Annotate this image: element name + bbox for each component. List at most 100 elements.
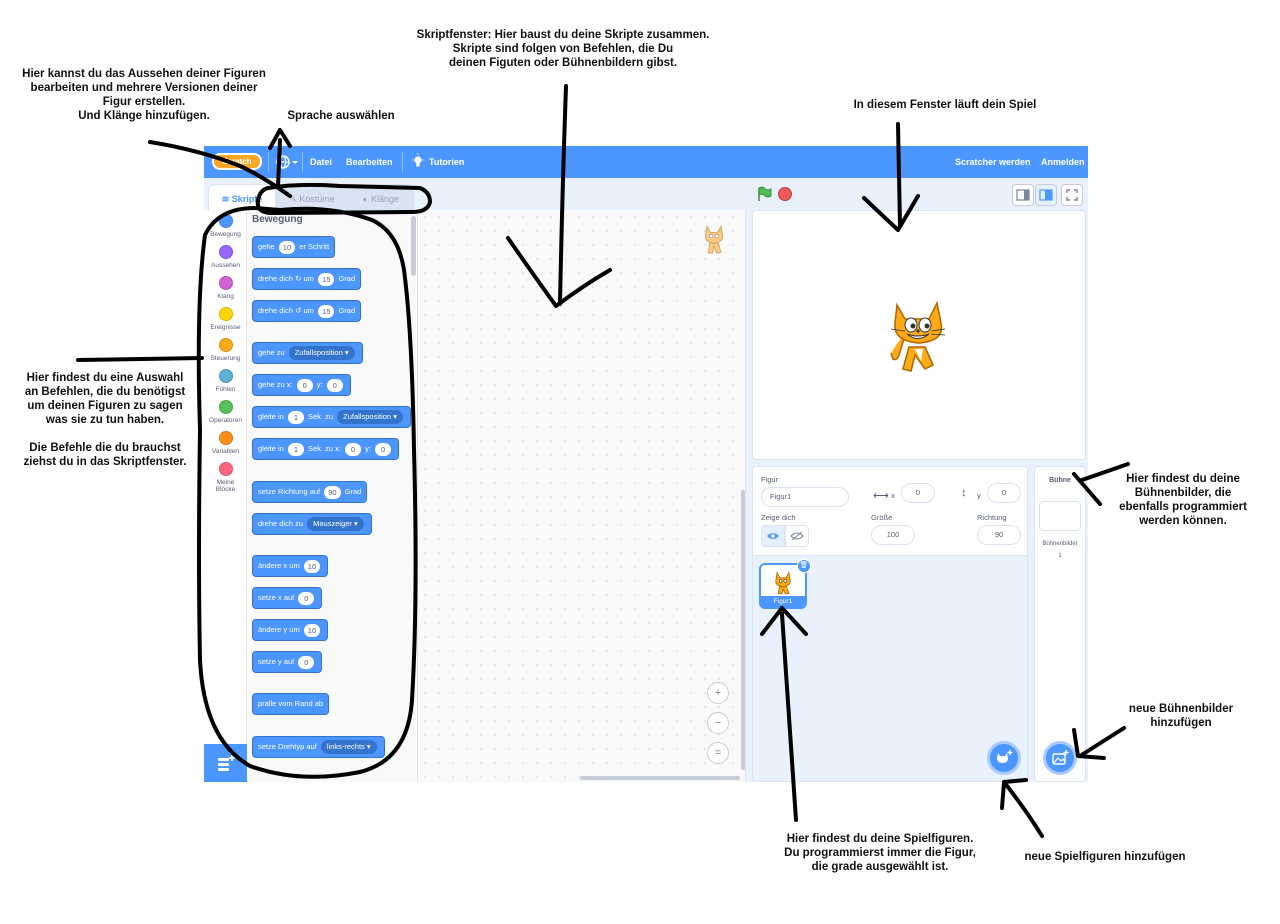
- backdrops-count: 1: [1058, 553, 1062, 559]
- block-glide-to-xy[interactable]: gleite in 1 Sek. zu x: 0 y: 0: [252, 438, 400, 460]
- block-text: y:: [316, 380, 323, 389]
- block-turn-right[interactable]: drehe dich ↻ um 15 Grad: [252, 268, 362, 290]
- block-input[interactable]: 90: [324, 485, 341, 499]
- block-text: drehe dich: [258, 274, 294, 283]
- dropdown-value: Zufallsposition: [343, 412, 392, 422]
- edit-menu[interactable]: Bearbeiten: [346, 157, 393, 167]
- block-glide-to[interactable]: gleite in 1 Sek. zu Zufallsposition ▾: [252, 406, 411, 428]
- ink-arrow-new-sprite: [1000, 778, 1044, 838]
- dropdown-value: links-rechts: [326, 742, 365, 752]
- block-go-to-xy[interactable]: gehe zu x: 0 y: 0: [252, 374, 351, 396]
- block-input[interactable]: 10: [278, 240, 296, 254]
- stage-target-thumbnail[interactable]: [1039, 501, 1081, 531]
- category-events[interactable]: Ereignisse: [204, 307, 247, 331]
- block-point-towards[interactable]: drehe dich zu Mauszeiger ▾: [252, 513, 372, 535]
- sign-in-link[interactable]: Anmelden: [1041, 157, 1085, 167]
- tab-sounds[interactable]: 🔈︎ Klänge: [348, 184, 414, 212]
- category-dot: [218, 431, 233, 445]
- block-text: gehe: [258, 242, 275, 251]
- category-dot: [218, 462, 233, 476]
- block-input[interactable]: 0: [298, 591, 315, 605]
- delete-sprite-icon[interactable]: 🗑︎: [797, 559, 811, 573]
- menu-divider: [402, 152, 403, 172]
- category-my-blocks[interactable]: Meine Blöcke: [204, 462, 247, 493]
- category-looks[interactable]: Aussehen: [204, 245, 247, 269]
- block-change-y[interactable]: ändere y um 10: [252, 619, 329, 641]
- add-backdrop-button[interactable]: [1043, 741, 1077, 775]
- block-change-x[interactable]: ändere x um 10: [252, 555, 329, 577]
- block-input[interactable]: 0: [326, 378, 343, 392]
- backdrops-label: Bühnenbilder: [1042, 541, 1078, 547]
- size-input[interactable]: 100: [871, 525, 915, 545]
- block-input[interactable]: 15: [318, 272, 335, 286]
- block-dropdown[interactable]: links-rechts ▾: [320, 740, 377, 755]
- block-input[interactable]: 15: [318, 304, 335, 318]
- category-dot: [218, 307, 233, 321]
- join-scratch-link[interactable]: Scratcher werden: [955, 157, 1031, 167]
- block-input[interactable]: 0: [296, 378, 313, 392]
- block-dropdown[interactable]: Mauszeiger ▾: [307, 517, 364, 532]
- block-input[interactable]: 10: [303, 623, 321, 637]
- sprite-info: Figur Figur1 ⟷ x 0 ↕ y 0 Zeige dich Größ…: [753, 467, 1027, 556]
- extension-icon: [218, 755, 235, 771]
- category-variables[interactable]: Variablen: [204, 431, 247, 455]
- script-area-horizontal-scrollbar[interactable]: [580, 776, 740, 780]
- zoom-in-button[interactable]: +: [707, 682, 729, 704]
- annotation-palette: Hier findest du eine Auswahl an Befehlen…: [23, 372, 187, 468]
- tab-code[interactable]: ≋ Skripte: [208, 184, 276, 212]
- direction-input[interactable]: 90: [977, 525, 1021, 545]
- green-flag-icon[interactable]: [756, 186, 772, 202]
- block-text: setze Richtung auf: [258, 487, 321, 496]
- block-input[interactable]: 0: [345, 442, 362, 456]
- script-area-vertical-scrollbar[interactable]: [741, 490, 745, 770]
- fullscreen-button[interactable]: [1061, 184, 1083, 206]
- block-input[interactable]: 10: [303, 559, 321, 573]
- block-dropdown[interactable]: Zufallsposition ▾: [337, 410, 403, 425]
- block-rotation-style[interactable]: setze Drehtyp auf links-rechts ▾: [252, 736, 385, 758]
- block-turn-left[interactable]: drehe dich ↺ um 15 Grad: [252, 300, 362, 322]
- zoom-out-button[interactable]: −: [707, 712, 729, 734]
- category-operators[interactable]: Operatoren: [204, 400, 247, 424]
- palette-scrollbar[interactable]: [411, 216, 416, 276]
- scratch-logo[interactable]: Scratch: [212, 153, 262, 170]
- annotation-new-backdrop: neue Bühnenbilder hinzufügen: [1128, 703, 1234, 729]
- annotation-costumes: Hier kannst du das Aussehen deiner Figur…: [22, 68, 266, 122]
- show-hidden-button[interactable]: [785, 525, 809, 547]
- tab-costumes[interactable]: ✎ Kostüme: [276, 184, 348, 212]
- block-dropdown[interactable]: Zufallsposition ▾: [288, 346, 355, 361]
- large-stage-icon: [1039, 189, 1053, 201]
- block-input[interactable]: 0: [298, 655, 315, 669]
- x-arrows-icon: ⟷: [873, 490, 889, 502]
- script-area[interactable]: + − =: [418, 210, 746, 782]
- add-sprite-button[interactable]: [987, 741, 1021, 775]
- block-set-y[interactable]: setze y auf 0: [252, 651, 323, 673]
- sprite-name-input[interactable]: Figur1: [761, 487, 849, 507]
- block-set-x[interactable]: setze x auf 0: [252, 587, 323, 609]
- x-position-input[interactable]: 0: [901, 483, 935, 503]
- show-visible-button[interactable]: [761, 525, 785, 547]
- block-input[interactable]: 1: [287, 410, 304, 424]
- y-position-input[interactable]: 0: [987, 483, 1021, 503]
- language-menu[interactable]: [274, 146, 300, 178]
- image-add-icon: [1052, 750, 1069, 765]
- category-sensing[interactable]: Fühlen: [204, 369, 247, 393]
- category-motion[interactable]: Bewegung: [204, 214, 247, 238]
- block-point-direction[interactable]: setze Richtung auf 90 Grad: [252, 481, 368, 503]
- category-control[interactable]: Steuerung: [204, 338, 247, 362]
- zoom-reset-button[interactable]: =: [707, 742, 729, 764]
- file-menu[interactable]: Datei: [310, 157, 333, 167]
- block-input[interactable]: 0: [375, 442, 392, 456]
- small-stage-button[interactable]: [1012, 184, 1034, 206]
- cat-sprite[interactable]: [885, 299, 955, 379]
- large-stage-button[interactable]: [1035, 184, 1057, 206]
- block-go-to[interactable]: gehe zu Zufallsposition ▾: [252, 342, 363, 364]
- block-move-steps[interactable]: gehe 10 er Schritt: [252, 236, 336, 258]
- block-input[interactable]: 1: [287, 442, 304, 456]
- stage-canvas[interactable]: [752, 210, 1086, 460]
- stop-icon[interactable]: [778, 187, 792, 201]
- category-sound[interactable]: Klang: [204, 276, 247, 300]
- block-bounce[interactable]: pralle vom Rand ab: [252, 693, 330, 715]
- sprite-pane: Figur Figur1 ⟷ x 0 ↕ y 0 Zeige dich Größ…: [752, 466, 1028, 782]
- add-extension-button[interactable]: [204, 744, 247, 782]
- tutorials-button[interactable]: Tutorien: [412, 146, 482, 178]
